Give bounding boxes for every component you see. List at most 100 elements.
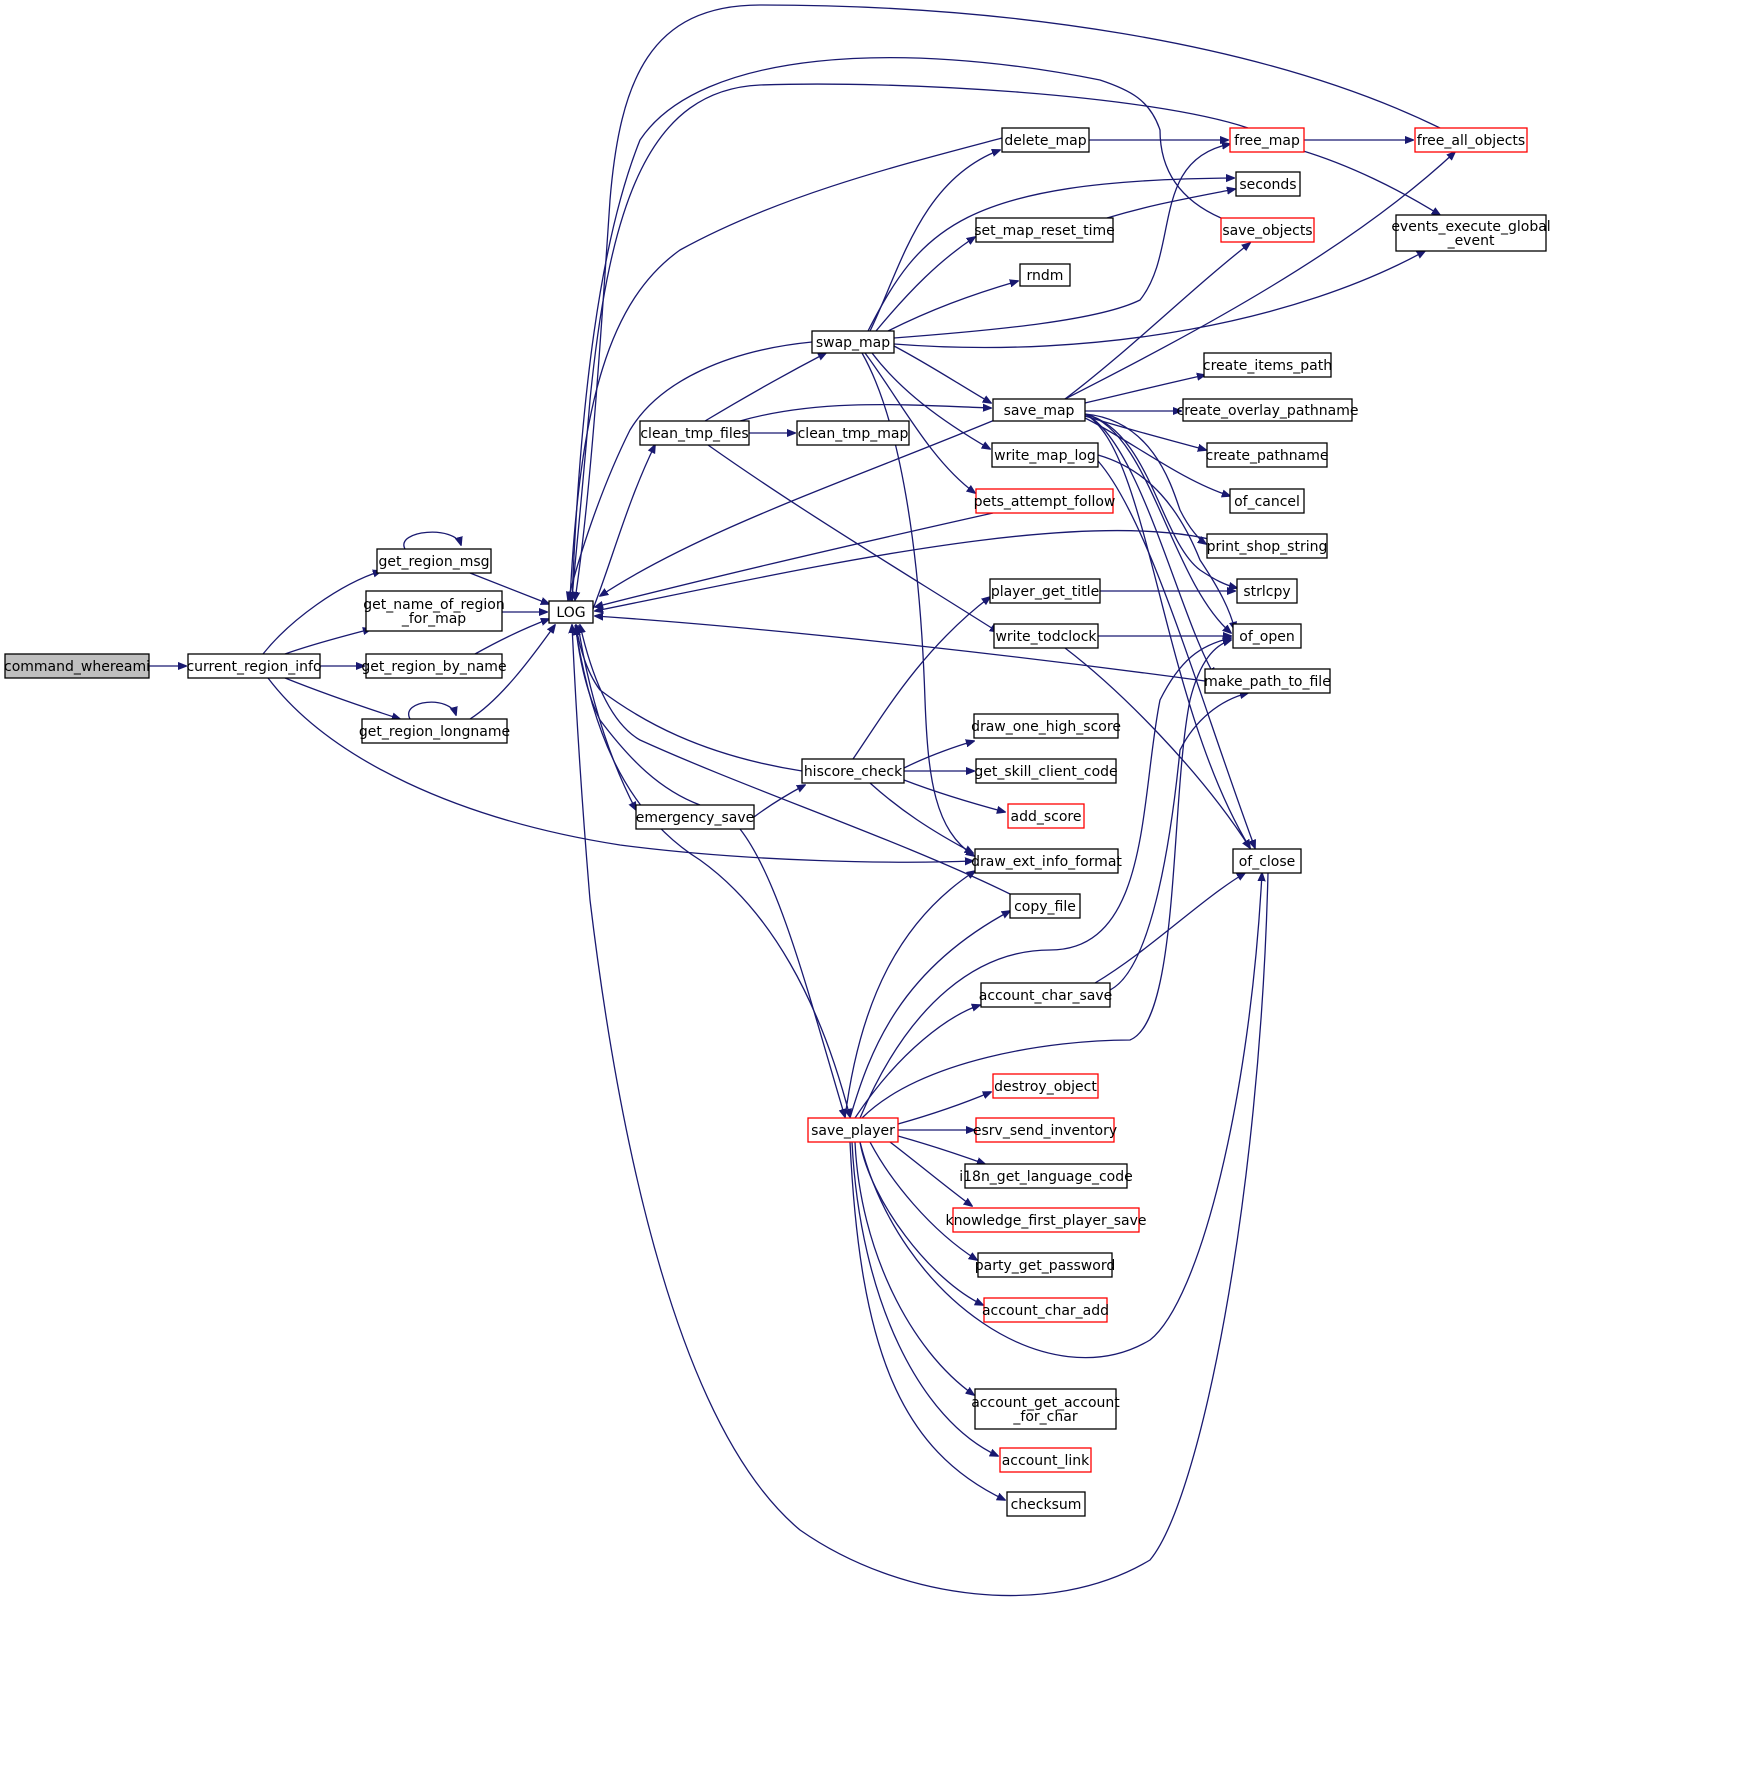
node-box — [973, 713, 1119, 739]
node-destroy-object[interactable]: destroy_object — [992, 1073, 1099, 1099]
call-edge — [903, 779, 1005, 812]
node-of-open[interactable]: of_open — [1232, 623, 1302, 649]
node-box — [952, 1207, 1140, 1233]
node-clean-tmp-files[interactable]: clean_tmp_files — [639, 420, 750, 446]
node-create-overlay-pathname[interactable]: create_overlay_pathname — [1177, 398, 1359, 422]
node-command-whereami[interactable]: command_whereami — [4, 653, 150, 679]
node-account-link[interactable]: account_link — [999, 1447, 1092, 1473]
node-swap-map[interactable]: swap_map — [811, 330, 895, 354]
node-write-map-log[interactable]: write_map_log — [991, 442, 1099, 468]
node-hiscore-check[interactable]: hiscore_check — [801, 758, 905, 784]
node-label: get_name_of_region — [363, 597, 504, 613]
call-edge — [854, 1005, 980, 1119]
call-edge — [1097, 454, 1235, 630]
node-knowledge-first-player-save[interactable]: knowledge_first_player_save — [945, 1207, 1147, 1233]
node-free-all-objects[interactable]: free_all_objects — [1414, 127, 1528, 153]
node-label: clean_tmp_files — [640, 426, 748, 442]
node-label: free_all_objects — [1417, 133, 1525, 149]
node-account-char-add[interactable]: account_char_add — [982, 1297, 1109, 1323]
call-edge — [1084, 413, 1237, 588]
node-rndm[interactable]: rndm — [1019, 263, 1071, 287]
node-i18n-get-language-code[interactable]: i18n_get_language_code — [959, 1163, 1133, 1189]
node-create-pathname[interactable]: create_pathname — [1206, 442, 1329, 468]
node-player-get-title[interactable]: player_get_title — [989, 578, 1101, 604]
node-draw-ext-info-format[interactable]: draw_ext_info_format — [971, 848, 1122, 874]
node-checksum[interactable]: checksum — [1006, 1491, 1086, 1517]
node-draw-one-high-score[interactable]: draw_one_high_score — [971, 713, 1121, 739]
call-edge — [859, 638, 1231, 1119]
node-esrv-send-inventory[interactable]: esrv_send_inventory — [973, 1117, 1117, 1143]
node-box — [1414, 127, 1528, 153]
node-save-objects[interactable]: save_objects — [1220, 217, 1315, 243]
call-edge — [1084, 413, 1231, 633]
node-label: checksum — [1011, 1497, 1082, 1513]
node-label: emergency_save — [636, 810, 755, 826]
node-get-region-msg[interactable]: get_region_msg — [376, 548, 492, 574]
call-edge — [897, 1135, 985, 1164]
call-edge — [1094, 873, 1245, 984]
node-get-region-longname[interactable]: get_region_longname — [359, 718, 510, 744]
node-party-get-password[interactable]: party_get_password — [975, 1252, 1115, 1278]
node-box — [4, 653, 150, 679]
call-edge — [893, 251, 1425, 349]
node-label: LOG — [556, 605, 585, 621]
node-of-close[interactable]: of_close — [1232, 848, 1302, 874]
node-make-path-to-file[interactable]: make_path_to_file — [1204, 668, 1331, 694]
node-set-map-reset-time[interactable]: set_map_reset_time — [974, 217, 1115, 243]
node-label: events_execute_global — [1391, 219, 1550, 235]
node-save-map[interactable]: save_map — [992, 398, 1086, 422]
call-edge — [284, 677, 400, 719]
node-label: command_whereami — [4, 659, 150, 675]
call-edge — [859, 873, 1262, 1359]
node-free-map[interactable]: free_map — [1229, 127, 1305, 153]
node-box — [635, 804, 755, 830]
node-of-cancel[interactable]: of_cancel — [1229, 488, 1305, 514]
node-label: make_path_to_file — [1204, 674, 1331, 690]
node-label: account_get_account — [971, 1395, 1120, 1411]
node-box — [992, 398, 1086, 422]
node-clean-tmp-map[interactable]: clean_tmp_map — [796, 420, 910, 446]
node-pets-attempt-follow[interactable]: pets_attempt_follow — [974, 488, 1116, 514]
node-print-shop-string[interactable]: print_shop_string — [1206, 533, 1328, 559]
node-create-items-path[interactable]: create_items_path — [1203, 352, 1332, 378]
node-strlcpy[interactable]: strlcpy — [1236, 578, 1298, 604]
call-edge — [408, 701, 456, 720]
node-seconds[interactable]: seconds — [1235, 171, 1301, 197]
node-box — [993, 623, 1099, 649]
node-LOG[interactable]: LOG — [548, 600, 594, 624]
node-box — [1006, 1491, 1086, 1517]
node-box — [989, 578, 1101, 604]
node-label: account_char_save — [979, 988, 1112, 1004]
node-events-execute-global-event[interactable]: events_execute_global_event — [1391, 214, 1551, 252]
call-edge — [474, 619, 549, 655]
call-edge — [595, 616, 1206, 682]
node-label: create_items_path — [1203, 358, 1332, 374]
node-box — [1007, 803, 1085, 829]
node-write-todclock[interactable]: write_todclock — [993, 623, 1099, 649]
node-get-name-of-region-for-map[interactable]: get_name_of_region_for_map — [363, 590, 505, 632]
call-edge — [852, 597, 990, 760]
node-box — [975, 488, 1114, 514]
node-box — [1232, 848, 1302, 874]
node-box — [1203, 352, 1332, 378]
node-label: of_close — [1239, 854, 1296, 870]
node-delete-map[interactable]: delete_map — [1001, 127, 1090, 153]
node-box — [1009, 893, 1081, 919]
node-layer: command_whereami current_region_info get_r… — [4, 127, 1551, 1517]
node-account-char-save[interactable]: account_char_save — [979, 982, 1112, 1008]
node-add-score[interactable]: add_score — [1007, 803, 1085, 829]
call-edge — [704, 353, 826, 422]
call-edge — [592, 445, 655, 610]
node-label: write_map_log — [994, 448, 1096, 464]
node-account-get-account-for-char[interactable]: account_get_account_for_char — [971, 1388, 1120, 1430]
node-current-region-info[interactable]: current_region_info — [186, 653, 322, 679]
node-emergency-save[interactable]: emergency_save — [635, 804, 755, 830]
node-get-skill-client-code[interactable]: get_skill_client_code — [974, 758, 1118, 784]
node-copy-file[interactable]: copy_file — [1009, 893, 1081, 919]
call-edge — [887, 281, 1018, 332]
call-edge — [844, 871, 975, 1119]
node-get-region-by-name[interactable]: get_region_by_name — [361, 653, 507, 679]
node-box — [1001, 127, 1090, 153]
node-save-player[interactable]: save_player — [807, 1117, 899, 1143]
node-box — [1206, 442, 1328, 468]
